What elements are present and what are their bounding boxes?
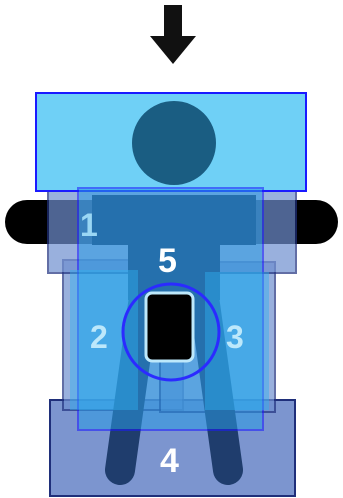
zone-label-5: 5 xyxy=(158,242,177,280)
zone-label-4: 4 xyxy=(160,442,179,480)
zone-label-2: 2 xyxy=(90,319,108,355)
zone-label-1: 1 xyxy=(80,207,98,243)
center-block xyxy=(146,293,193,361)
zone-label-3: 3 xyxy=(226,319,244,355)
arrow-down-icon xyxy=(150,5,196,64)
